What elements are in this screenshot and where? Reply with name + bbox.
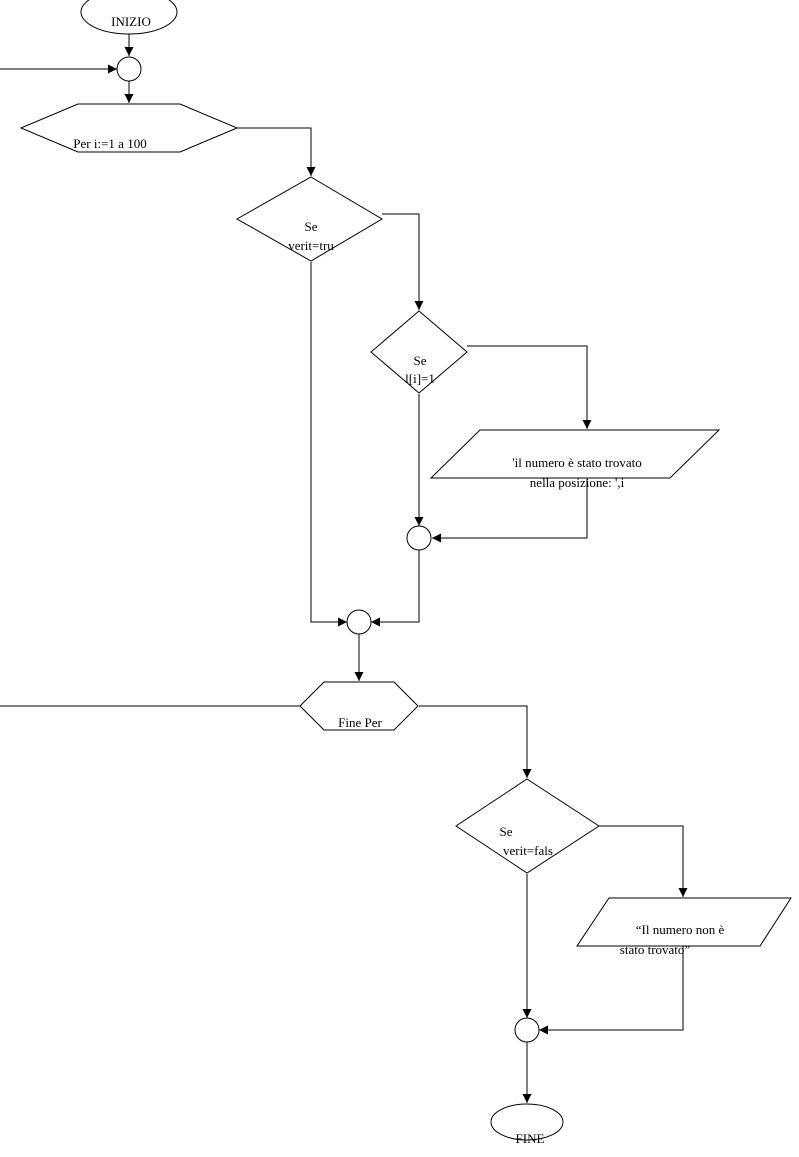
decision-array-match: Se l[i]=1 <box>370 310 468 394</box>
junction-final-merge <box>514 1017 540 1043</box>
decision-verit-true-line2: verit=tru <box>288 238 334 253</box>
end-label: FINE <box>516 1131 545 1146</box>
arrow-if-verit-true-no <box>310 262 347 627</box>
output-not-found-node: “Il numero non è stato trovato” <box>576 897 792 957</box>
output-found-line1: 'il numero è stato trovato <box>512 455 641 470</box>
decision-verit-true: Se verit=tru <box>235 176 383 262</box>
arrow-end-for-to-if-verit-false <box>419 705 532 778</box>
end-node: FINE <box>490 1103 564 1146</box>
start-label: INIZIO <box>111 14 151 29</box>
junction-array-merge <box>406 525 432 551</box>
connectors <box>0 33 688 1103</box>
decision-verit-false: Se verit=fals <box>455 778 600 874</box>
end-for-label: Fine Per <box>338 715 382 730</box>
for-loop-label: Per i:=1 a 100 <box>73 136 146 151</box>
decision-array-match-line1: Se <box>414 353 427 368</box>
output-found-node: 'il numero è stato trovato nella posizio… <box>429 429 721 490</box>
start-node: INIZIO <box>80 0 178 35</box>
arrow-for-to-if-verit-true <box>237 127 316 176</box>
arrow-if-verit-true-yes <box>382 213 424 310</box>
decision-verit-true-line1: Se <box>305 219 318 234</box>
arrow-junction2-to-junction3 <box>371 550 420 627</box>
end-for-node: Fine Per <box>299 681 419 731</box>
decision-verit-false-line1: Se <box>500 824 513 839</box>
arrow-if-verit-false-yes <box>599 825 688 897</box>
junction-loop-start <box>116 56 142 82</box>
junction-verit-merge <box>346 609 372 635</box>
for-loop-node: Per i:=1 a 100 <box>19 103 239 153</box>
decision-array-match-line2: l[i]=1 <box>405 371 435 386</box>
arrow-output-not-found-to-junction <box>539 946 684 1035</box>
output-not-found-line2: stato trovato” <box>620 942 691 957</box>
arrow-if-array-yes <box>467 345 592 429</box>
output-not-found-line1: “Il numero non è <box>636 922 725 937</box>
output-found-line2: nella posizione: ',i <box>530 475 625 490</box>
arrow-output-found-to-junction <box>432 479 588 543</box>
decision-verit-false-line2: verit=fals <box>503 843 553 858</box>
